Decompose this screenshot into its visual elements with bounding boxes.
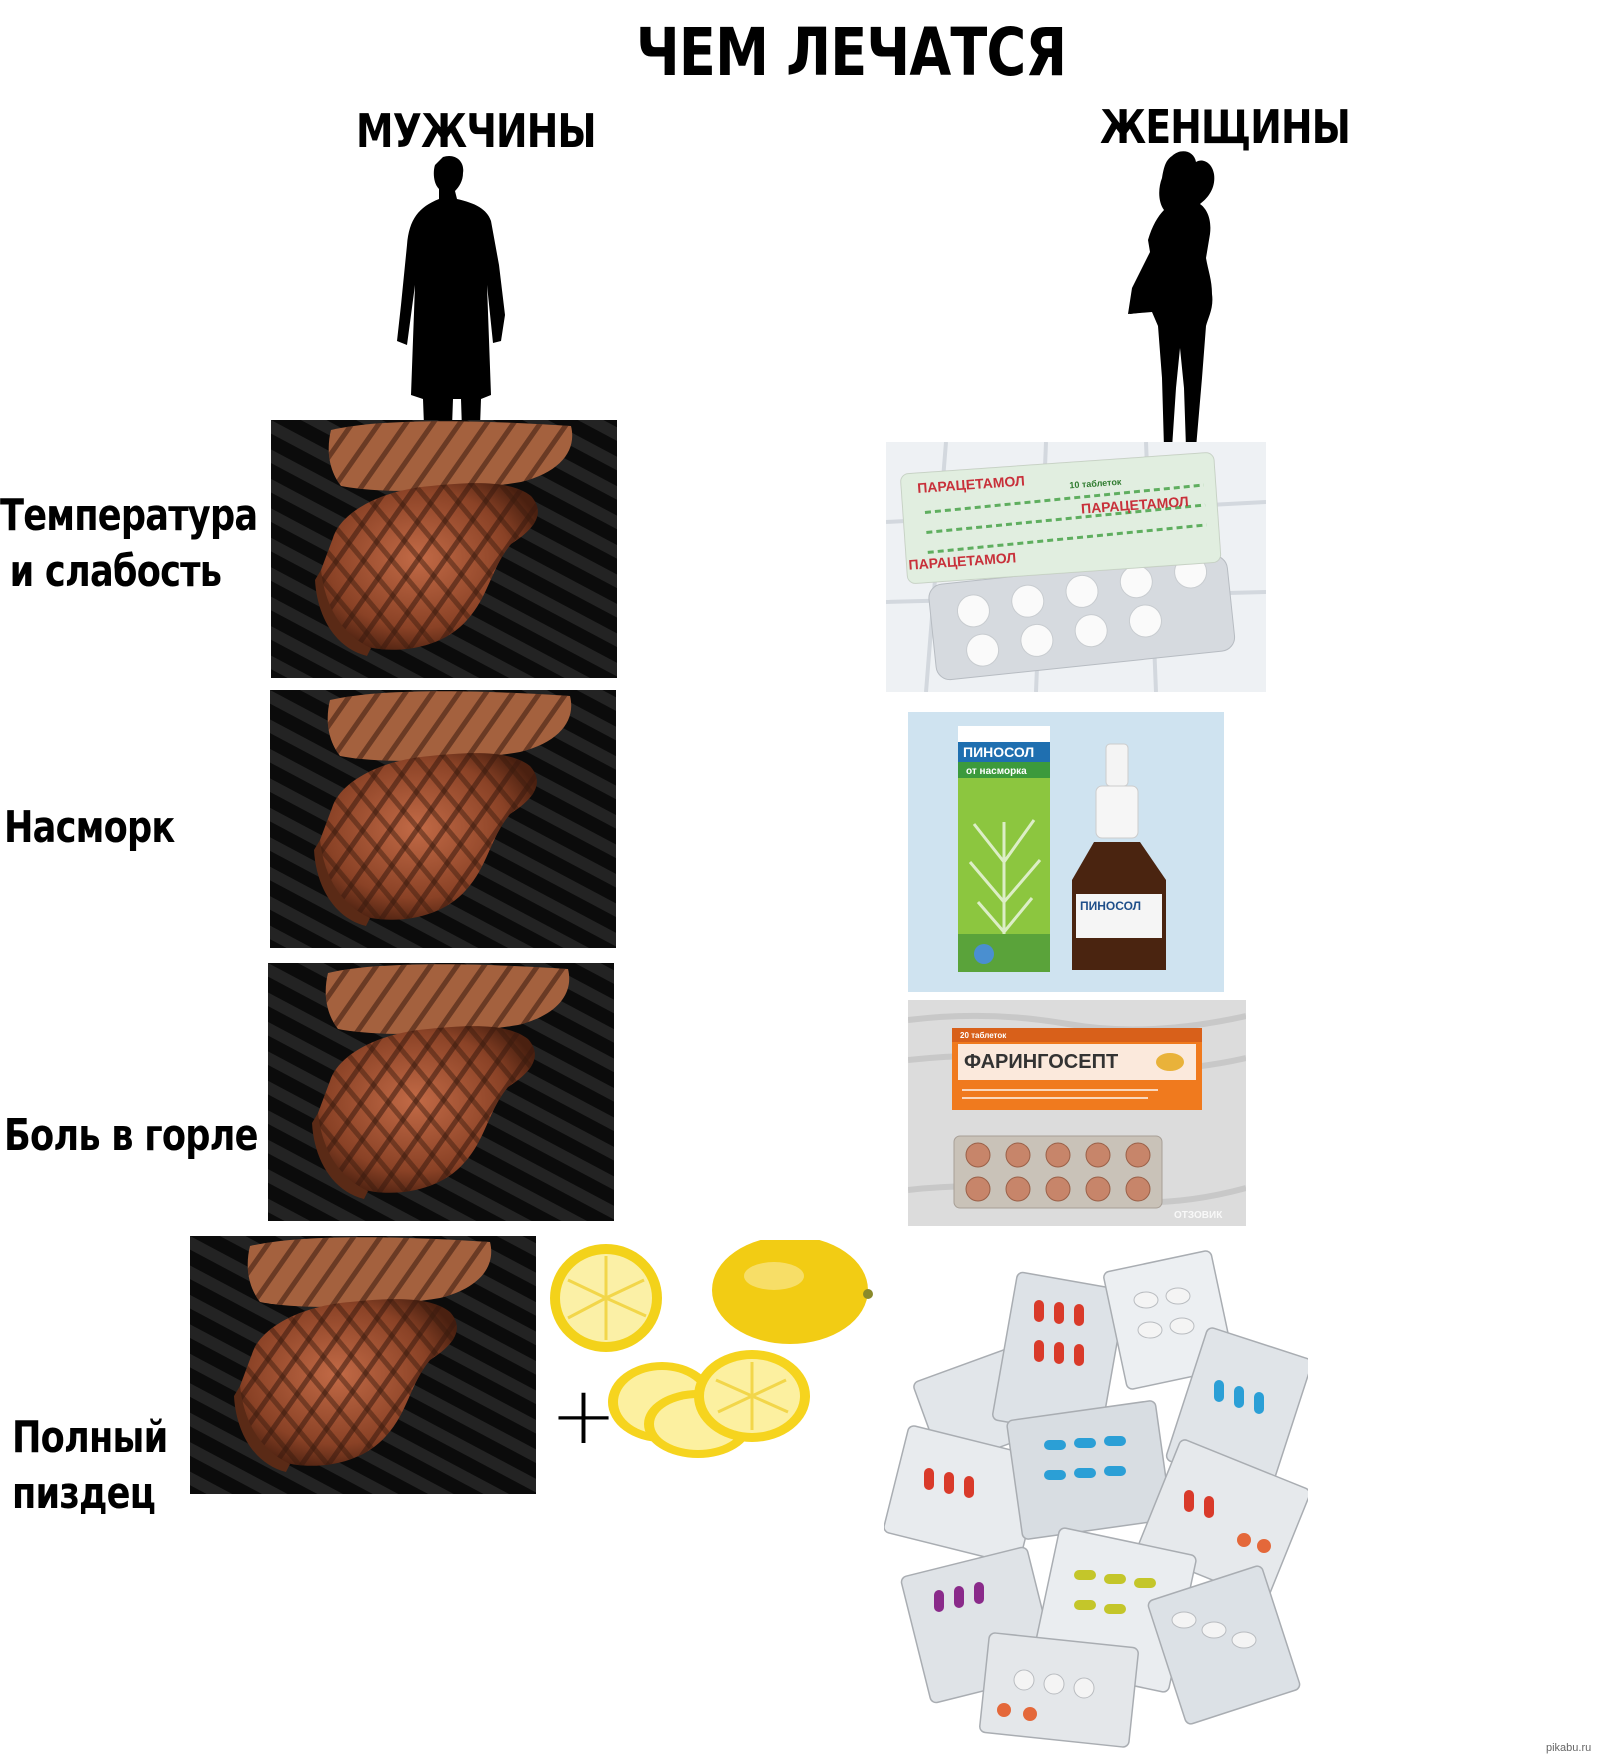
steak-photo — [190, 1236, 536, 1494]
men-column-heading: МУЖЧИНЫ — [356, 104, 597, 158]
plus-sign: + — [550, 1369, 618, 1462]
paracetamol-photo: ПАРАЦЕТАМОЛ ПАРАЦЕТАМОЛ ПАРАЦЕТАМОЛ 10 т… — [886, 442, 1266, 692]
women-column-heading: ЖЕНЩИНЫ — [1100, 100, 1351, 154]
pinosol-bottle-label: ПИНОСОЛ — [1080, 899, 1141, 913]
paracetamol-label: ПАРАЦЕТАМОЛ — [1081, 493, 1190, 516]
paracetamol-sub: 10 таблеток — [1069, 477, 1122, 491]
pinosol-box-label: ПИНОСОЛ — [963, 744, 1034, 760]
site-watermark: pikabu.ru — [1546, 1742, 1592, 1754]
photo-watermark: ОТЗОВИК — [1174, 1210, 1223, 1221]
row-label-fever: Температура и слабость — [0, 488, 258, 600]
row-label-runny-nose: Насморк — [4, 802, 175, 853]
faringosept-box-label: ФАРИНГОСЕПТ — [964, 1051, 1118, 1073]
pill-pile-photo — [884, 1240, 1308, 1750]
row-label-total-disaster-line1: Полный — [12, 1412, 168, 1463]
page-title: ЧЕМ ЛЕЧАТСЯ — [636, 14, 1067, 91]
row-label-total-disaster: Полный пиздец — [12, 1410, 168, 1522]
woman-silhouette-icon — [1128, 148, 1232, 488]
paracetamol-label: ПАРАЦЕТАМОЛ — [908, 549, 1017, 572]
row-label-total-disaster-line2: пиздец — [12, 1468, 156, 1519]
man-silhouette-icon — [395, 155, 507, 462]
paracetamol-label: ПАРАЦЕТАМОЛ — [917, 472, 1026, 495]
lemons-photo — [548, 1240, 878, 1460]
pinosol-photo: ПИНОСОЛ от насморка ПИНОСОЛ — [908, 712, 1224, 992]
pinosol-sub-label: от насморка — [966, 766, 1027, 777]
row-label-fever-line2: и слабость — [9, 546, 222, 597]
steak-photo — [270, 690, 616, 948]
faringosept-sub-label: 20 таблеток — [960, 1031, 1007, 1040]
steak-photo — [271, 420, 617, 678]
row-label-fever-line1: Температура — [0, 490, 258, 541]
faringosept-photo: 20 таблеток ФАРИНГОСЕПТ ОТЗОВИК — [908, 1000, 1246, 1226]
steak-photo — [268, 963, 614, 1221]
row-label-sore-throat: Боль в горле — [4, 1110, 258, 1161]
